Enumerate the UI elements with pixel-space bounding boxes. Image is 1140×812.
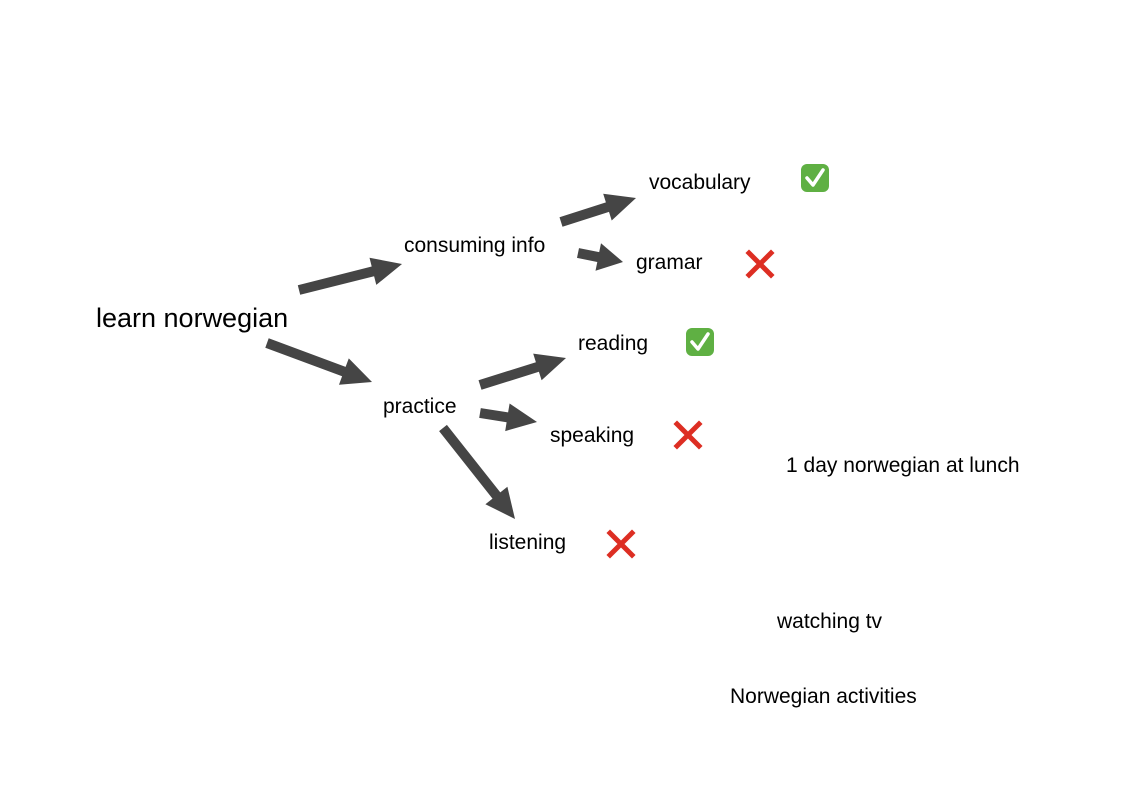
check-mark-icon bbox=[801, 164, 829, 192]
arrow-learn-to-consuming bbox=[297, 257, 402, 295]
check-mark-icon bbox=[686, 328, 714, 356]
node-reading[interactable]: reading bbox=[578, 332, 649, 355]
node-learn-norwegian[interactable]: learn norwegian bbox=[96, 303, 289, 333]
cross-mark-icon bbox=[745, 249, 775, 279]
node-speaking[interactable]: speaking bbox=[550, 424, 635, 447]
cross-mark-icon bbox=[606, 529, 636, 559]
cross-mark-icon bbox=[673, 420, 703, 450]
arrow-learn-to-practice bbox=[265, 338, 372, 385]
node-vocabulary[interactable]: vocabulary bbox=[649, 171, 751, 194]
arrow-consuming-to-vocabulary bbox=[559, 193, 636, 227]
node-practice[interactable]: practice bbox=[383, 395, 457, 418]
note-watching-tv[interactable]: watching tv bbox=[777, 610, 883, 633]
arrow-practice-to-speaking bbox=[479, 403, 537, 432]
node-listening[interactable]: listening bbox=[489, 531, 567, 554]
arrow-consuming-to-gramar bbox=[577, 243, 623, 271]
note-lunch[interactable]: 1 day norwegian at lunch bbox=[786, 454, 1020, 477]
note-norwegian-activities[interactable]: Norwegian activities bbox=[730, 685, 917, 708]
arrow-practice-to-listening bbox=[439, 424, 515, 519]
node-consuming-info[interactable]: consuming info bbox=[404, 234, 546, 257]
node-gramar[interactable]: gramar bbox=[636, 251, 703, 274]
arrow-practice-to-reading bbox=[478, 353, 566, 390]
